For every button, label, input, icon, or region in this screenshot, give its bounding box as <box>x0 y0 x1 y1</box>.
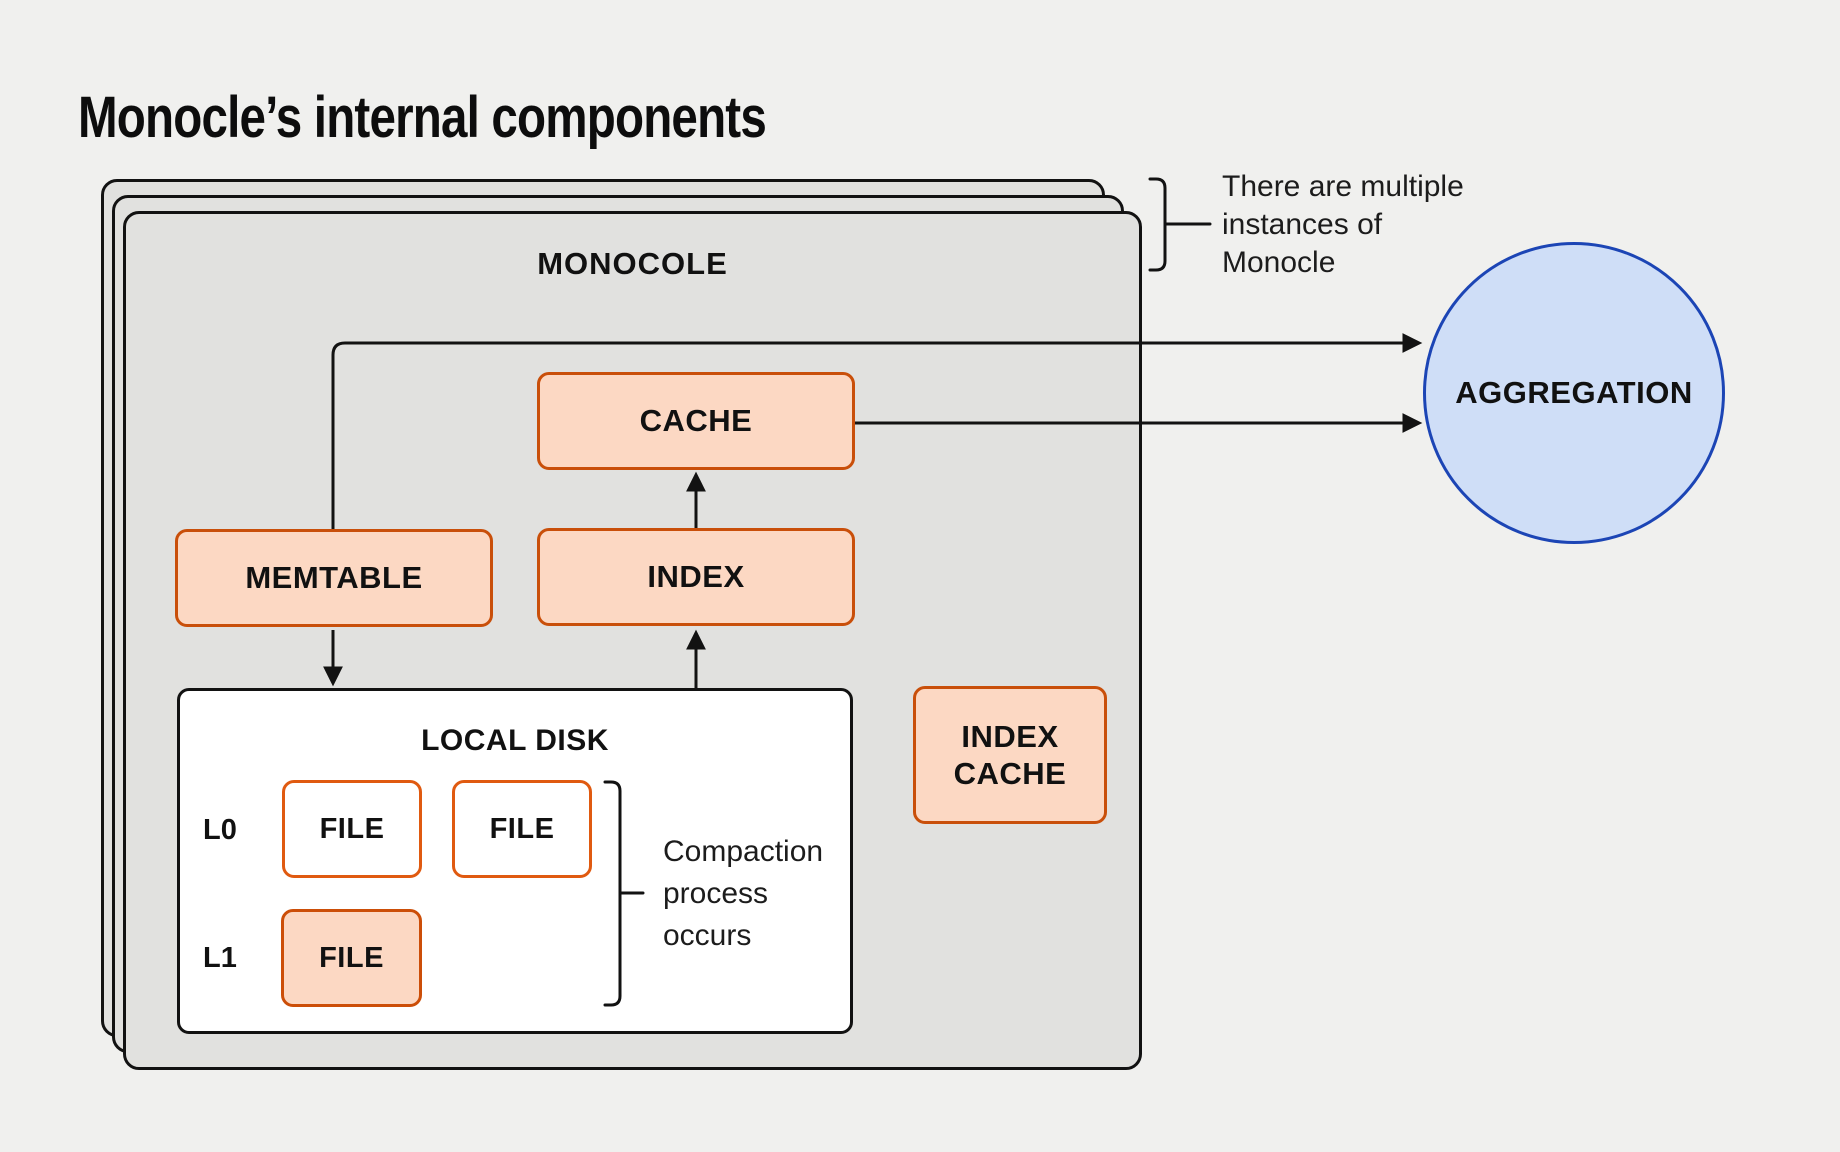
local-disk-label: LOCAL DISK <box>421 724 609 757</box>
index-cache-node: INDEX CACHE <box>913 686 1107 824</box>
instances-annotation-line3: Monocle <box>1222 246 1336 279</box>
level-l0-label: L0 <box>203 814 237 846</box>
page-title: Monocle’s internal components <box>78 85 767 150</box>
level-l1-label: L1 <box>203 942 237 974</box>
compaction-annotation-line3: occurs <box>663 919 752 952</box>
compaction-annotation: Compaction process occurs <box>663 831 823 957</box>
file-box-l0-1: FILE <box>282 780 422 878</box>
file-box-l0-2: FILE <box>452 780 592 878</box>
instances-annotation-line1: There are multiple <box>1222 170 1464 203</box>
instances-bracket <box>1148 177 1212 272</box>
monocle-container-label: MONOCOLE <box>537 246 728 281</box>
instances-annotation-line2: instances of <box>1222 208 1383 241</box>
compaction-annotation-line2: process <box>663 877 769 910</box>
compaction-annotation-line1: Compaction <box>663 835 824 868</box>
cache-node: CACHE <box>537 372 855 470</box>
aggregation-node: AGGREGATION <box>1423 242 1725 544</box>
file-box-l1-1: FILE <box>281 909 422 1007</box>
index-node: INDEX <box>537 528 855 626</box>
instances-annotation: There are multiple instances of Monocle <box>1222 168 1464 282</box>
memtable-node: MEMTABLE <box>175 529 493 627</box>
